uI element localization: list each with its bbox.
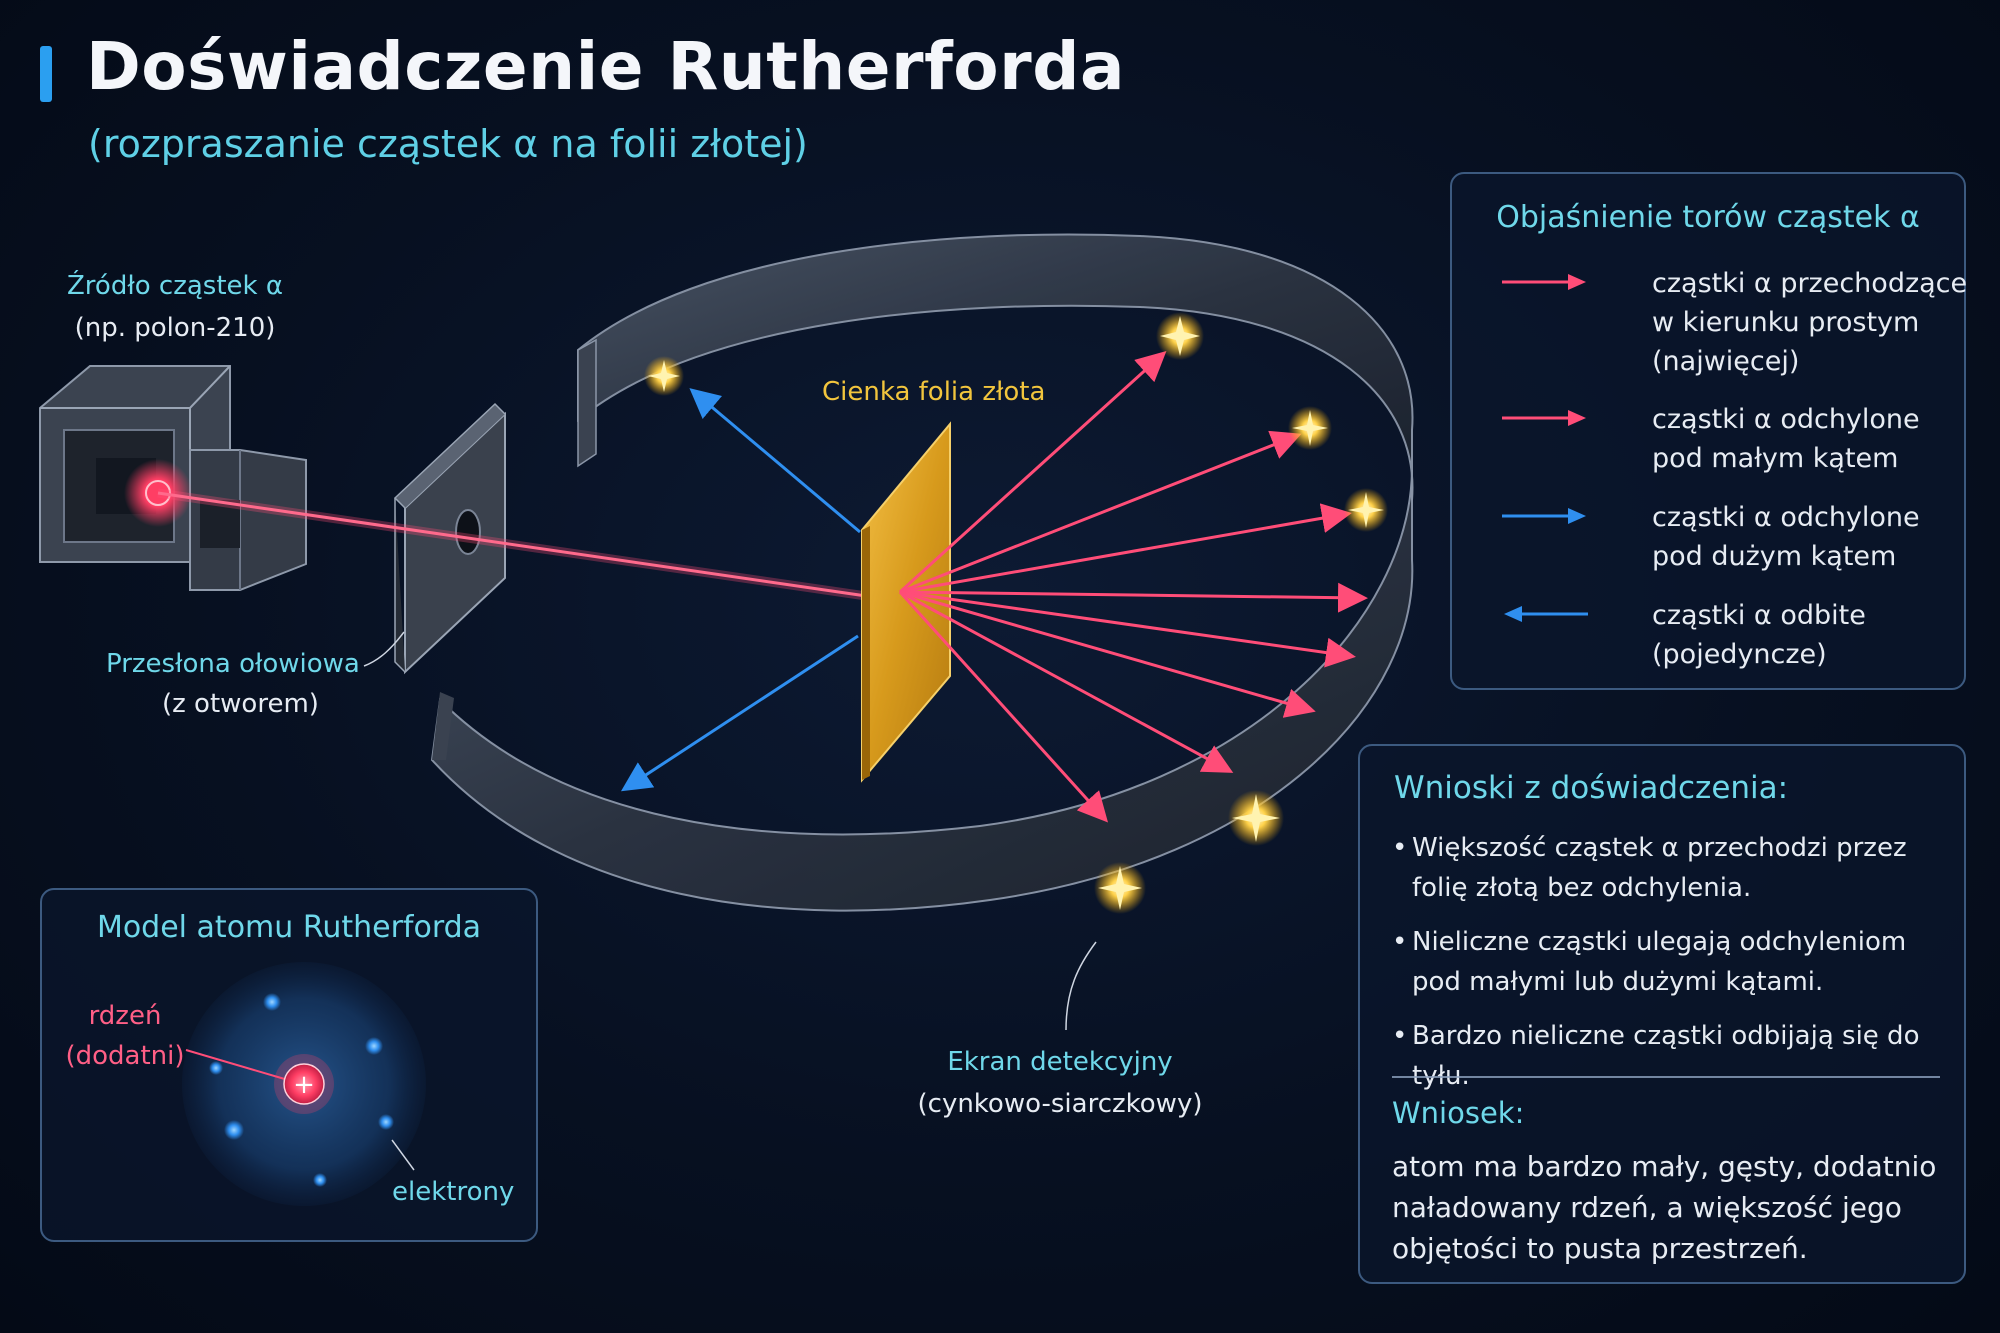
nucleus	[283, 1063, 325, 1105]
screen-leader-line	[1065, 941, 1097, 1031]
screen-sublabel: (cynkowo-siarczkowy)	[917, 1089, 1203, 1119]
electron	[365, 1037, 383, 1055]
bullet-icon: •	[1392, 1021, 1408, 1051]
lead-shield	[393, 402, 506, 675]
shield-leader-line	[363, 631, 405, 667]
electron	[313, 1173, 327, 1187]
legend-item-reflected: cząstki α odbite (pojedyncze)	[1500, 596, 1940, 676]
electron	[224, 1120, 244, 1140]
trajectory-small-5	[899, 590, 1234, 773]
final-conclusion-text: atom ma bardzo mały, gęsty, dodatnio nał…	[1392, 1150, 1937, 1265]
trajectory-small-4	[899, 590, 1316, 718]
atom-model-title: Model atomu Rutherforda	[96, 910, 482, 945]
trajectory-small-2	[899, 430, 1302, 594]
shield-label: Przesłona ołowiowa	[106, 649, 360, 679]
electron-leader-line	[391, 1139, 415, 1171]
flash	[1094, 862, 1146, 914]
legend-item-small-angle: cząstki α odchylone pod małym kątem	[1500, 400, 1940, 480]
conclusion-item: • Większość cząstek α przechodzi przez f…	[1392, 828, 1952, 908]
legend-item-large-angle: cząstki α odchylone pod dużym kątem	[1500, 498, 1940, 578]
nucleus-label: rdzeń	[88, 1001, 162, 1031]
trajectory-small-6	[898, 590, 1109, 823]
conclusion-item: • Bardzo nieliczne cząstki odbijają się …	[1392, 1016, 1952, 1096]
conclusions-divider	[1392, 1076, 1940, 1078]
nucleus-sublabel: (dodatni)	[65, 1041, 185, 1071]
plus-icon: +	[293, 1070, 315, 1100]
final-conclusion-title: Wniosek:	[1392, 1096, 1525, 1130]
scintillation-flashes	[644, 312, 1388, 914]
electron	[378, 1114, 394, 1130]
scattered-trajectories	[898, 350, 1368, 823]
electrons-label: elektrony	[392, 1177, 515, 1207]
flash	[1344, 488, 1388, 532]
flash	[1156, 312, 1204, 360]
bullet-icon: •	[1392, 927, 1408, 957]
electron	[209, 1061, 223, 1075]
trajectory-straight-2	[899, 590, 1356, 668]
flash	[1288, 406, 1332, 450]
page-subtitle: (rozpraszanie cząstek α na folii złotej)	[88, 122, 808, 166]
source-sublabel: (np. polon-210)	[74, 313, 276, 343]
legend-item-straight: cząstki α przechodzące w kierunku prosty…	[1500, 264, 1967, 384]
trajectory-straight-1	[899, 582, 1368, 613]
atom-illustration: +	[182, 962, 426, 1206]
trajectory-small-1	[898, 350, 1167, 594]
blue-arrow-left-icon	[1504, 606, 1588, 622]
conclusions-panel: Wnioski z doświadczenia: • Większość czą…	[1358, 744, 1966, 1284]
legend-panel: Objaśnienie torów cząstek α cząstki α pr…	[1450, 172, 1967, 690]
trajectory-large-angle	[689, 388, 861, 534]
conclusion-item: • Nieliczne cząstki ulegają odchyleniom …	[1392, 922, 1952, 1002]
foil-label: Cienka folia złota	[822, 377, 1046, 407]
page-title: Doświadczenie Rutherforda	[86, 28, 1125, 105]
flash	[644, 356, 684, 396]
legend-title: Objaśnienie torów cząstek α	[1496, 200, 1920, 235]
atom-model-panel: Model atomu Rutherforda +	[40, 888, 538, 1242]
source-label: Źródło cząstek α	[67, 271, 283, 301]
flash	[1228, 790, 1284, 846]
pink-arrow-icon	[1502, 274, 1586, 290]
shield-sublabel: (z otworem)	[162, 689, 319, 719]
blue-arrow-icon	[1502, 508, 1586, 524]
pink-arrow-icon	[1502, 410, 1586, 426]
screen-label: Ekran detekcyjny	[947, 1047, 1173, 1077]
trajectory-backscatter	[620, 634, 859, 792]
electron	[263, 993, 281, 1011]
gold-foil	[861, 421, 951, 783]
alpha-source	[39, 365, 307, 591]
nucleus-leader-line	[185, 1049, 289, 1081]
trajectory-small-3	[899, 503, 1352, 594]
title-accent-bar	[40, 46, 52, 102]
incident-beam	[157, 491, 881, 600]
conclusions-title: Wnioski z doświadczenia:	[1394, 770, 1789, 806]
large-angle-trajectories	[620, 388, 861, 792]
bullet-icon: •	[1392, 833, 1408, 863]
